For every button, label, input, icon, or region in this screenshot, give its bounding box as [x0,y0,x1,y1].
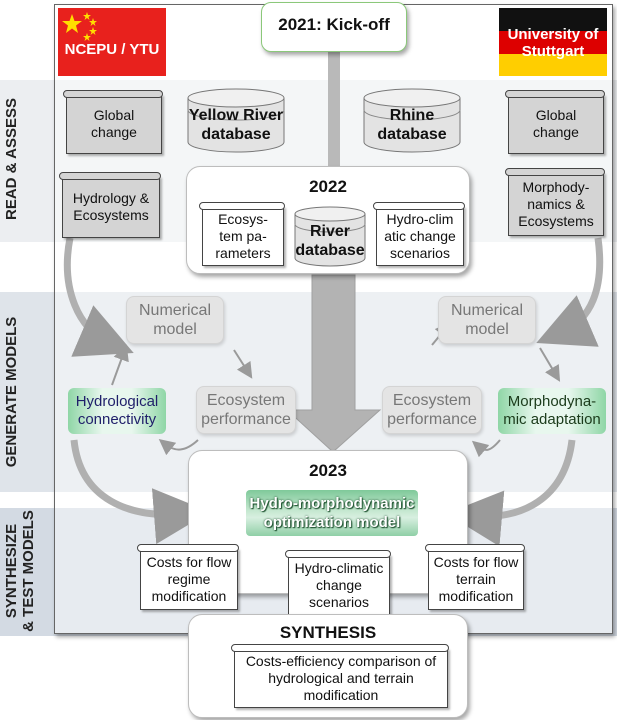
costs-flow-note: Costs for flow regime modification [137,544,239,610]
left-hydro-eco: Hydrology & Ecosystems [59,172,161,238]
left-cycle-2 [233,349,253,379]
synthesis-note: Costs-efficiency comparison of hydrologi… [231,644,449,708]
eco-params-note: Ecosys-tem pa-rameters [199,202,285,266]
year-2023-label: 2023 [309,461,347,480]
right-global-change: Global change [505,90,605,154]
right-morpho-eco: Morphody-namics & Ecosystems [505,168,605,236]
optimization-model: Hydro-morphodynamic optimization model [246,490,418,536]
hydro-climatic-2022-note: Hydro-clim atic change scenarios [373,202,465,266]
right-adaptation: Morphodyna-mic adaptation [498,388,606,434]
database-icon [363,88,461,153]
left-cycle-3 [158,439,199,456]
right-ecosystem-performance: Ecosystem performance [382,386,482,434]
left-numerical-model: Numerical model [126,296,224,344]
germany-flag: University of Stuttgart [499,8,607,76]
left-connectivity: Hydrological connectivity [68,388,166,434]
synthesis-title: SYNTHESIS [279,623,377,642]
right-institution-label: University of Stuttgart [507,26,599,60]
hydro-climatic-2023-note: Hydro-climatic change scenarios [285,550,391,616]
costs-terrain-note: Costs for flow terrain modification [425,544,525,610]
database-icon [187,88,285,153]
yellow-river-database: Yellow River database [184,86,288,154]
kickoff-label: 2021: Kick-off [278,15,390,34]
rhine-database: Rhine database [360,86,464,154]
trunk-line [328,50,340,170]
left-lower-curve [70,439,210,545]
left-cycle-1 [111,344,129,386]
right-cycle-2 [539,347,561,382]
star-icon [62,12,97,41]
big-down-arrow [285,274,382,453]
left-ecosystem-performance: Ecosystem performance [196,386,296,434]
year-2022-label: 2022 [309,177,347,196]
database-icon [294,206,366,267]
left-curve-arrow [63,237,134,357]
right-numerical-model: Numerical model [438,296,536,344]
right-lower-curve [446,439,576,547]
china-flag: NCEPU / YTU [58,8,166,76]
right-cycle-3 [471,439,501,458]
left-global-change: Global change [63,90,163,154]
right-curve-arrow [536,237,604,347]
river-database: River database [292,204,368,268]
kickoff-box: 2021: Kick-off [261,2,407,52]
left-institution-label: NCEPU / YTU [64,41,160,58]
